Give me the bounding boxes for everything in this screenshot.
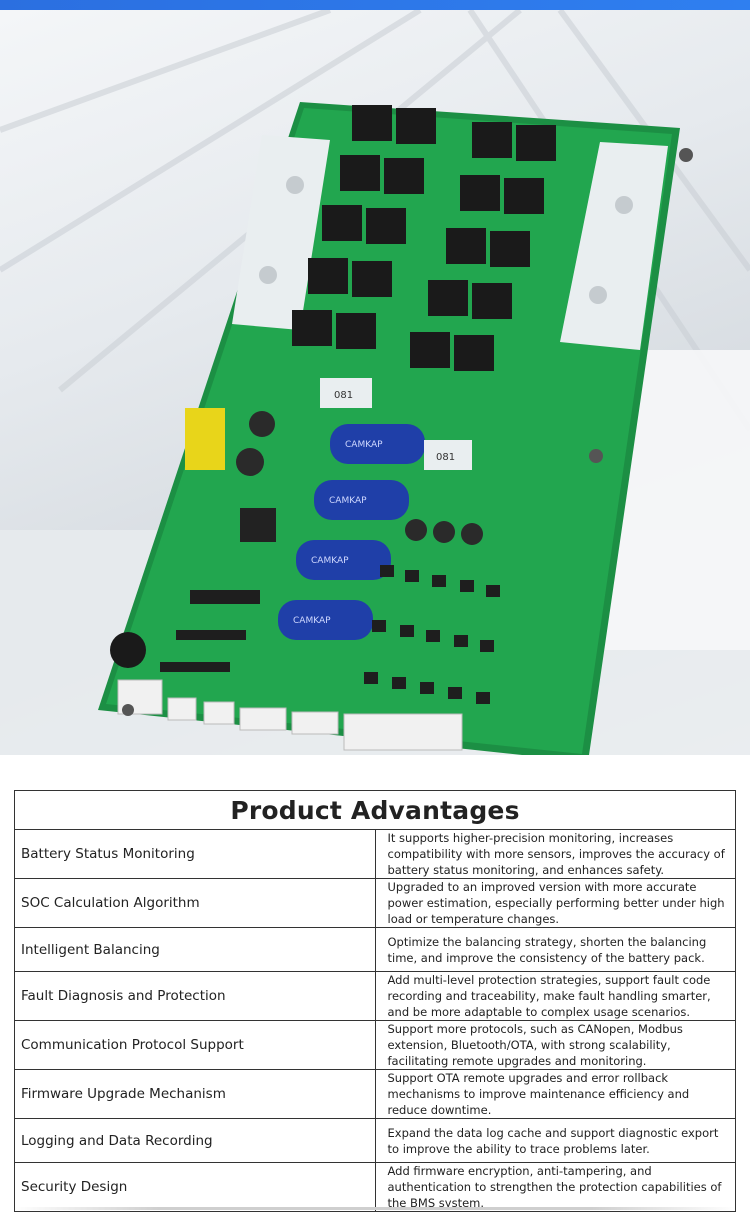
feature-name: Fault Diagnosis and Protection [14,971,376,1021]
table-row: Fault Diagnosis and Protection Add multi… [14,971,736,1021]
feature-description: Support OTA remote upgrades and error ro… [374,1069,736,1119]
table-row: Communication Protocol Support Support m… [14,1020,736,1070]
product-advantages-table: Product Advantages Battery Status Monito… [14,790,736,1212]
table-row: SOC Calculation Algorithm Upgraded to an… [14,878,736,928]
product-hero-image: CAMKAP CAMKAP CAMKAP CAMKAP 081 081 [0,10,750,755]
product-advantages-table-container: Product Advantages Battery Status Monito… [14,790,736,1212]
feature-description: Optimize the balancing strategy, shorten… [374,927,736,972]
feature-name: Logging and Data Recording [14,1118,376,1163]
resistor-label: 081 [436,452,455,463]
table-row: Security Design Add firmware encryption,… [14,1162,736,1212]
table-row: Battery Status Monitoring It supports hi… [14,829,736,879]
small-components: 081 081 [110,148,693,751]
feature-description: Support more protocols, such as CANopen,… [374,1020,736,1070]
feature-name: Intelligent Balancing [14,927,376,972]
feature-description: Expand the data log cache and support di… [374,1118,736,1163]
table-row: Firmware Upgrade Mechanism Support OTA r… [14,1069,736,1119]
feature-name: Communication Protocol Support [14,1020,376,1070]
electrolytic-capacitors: CAMKAP CAMKAP CAMKAP CAMKAP [278,424,425,640]
feature-name: Firmware Upgrade Mechanism [14,1069,376,1119]
top-accent-bar [0,0,750,10]
feature-description: Add firmware encryption, anti-tampering,… [374,1162,736,1212]
table-row: Intelligent Balancing Optimize the balan… [14,927,736,972]
feature-description: Add multi-level protection strategies, s… [374,971,736,1021]
feature-description: It supports higher-precision monitoring,… [374,829,736,879]
capacitor-label: CAMKAP [329,496,367,506]
feature-name: SOC Calculation Algorithm [14,878,376,928]
table-title: Product Advantages [14,790,736,830]
capacitor-label: CAMKAP [311,556,349,566]
bottom-divider [14,1207,736,1210]
mosfet-array [292,105,556,371]
feature-name: Security Design [14,1162,376,1212]
capacitor-label: CAMKAP [345,440,383,450]
table-row: Logging and Data Recording Expand the da… [14,1118,736,1163]
resistor-label: 081 [334,390,353,401]
pcb-illustration: CAMKAP CAMKAP CAMKAP CAMKAP 081 081 [0,10,750,755]
feature-description: Upgraded to an improved version with mor… [374,878,736,928]
capacitor-label: CAMKAP [293,616,331,626]
feature-name: Battery Status Monitoring [14,829,376,879]
